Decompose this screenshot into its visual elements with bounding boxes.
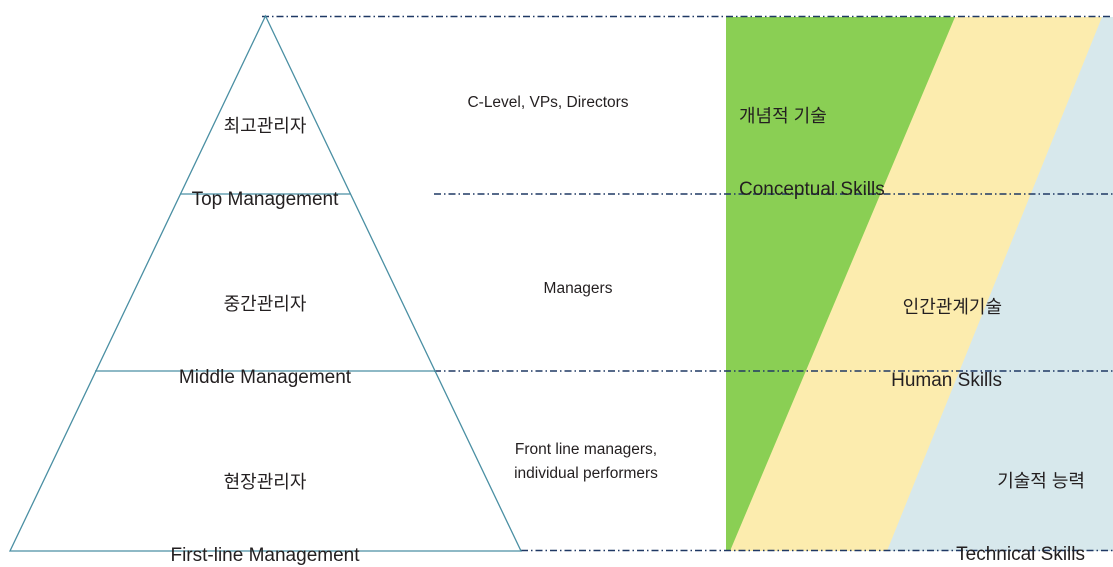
level-label-middle: 중간관리자 Middle Management bbox=[179, 245, 351, 438]
pyramid-triangle bbox=[8, 14, 523, 552]
role-note-top: C-Level, VPs, Directors bbox=[467, 94, 629, 111]
level-label-middle-english: Middle Management bbox=[178, 366, 352, 388]
skill-bands-group bbox=[726, 17, 1113, 551]
level-label-top: 최고관리자 Top Management bbox=[192, 67, 339, 260]
level-guide-lines-group bbox=[262, 15, 1113, 552]
conceptual-skills-band bbox=[726, 17, 955, 551]
level-label-middle-korean: 중간관리자 bbox=[223, 294, 307, 315]
skill-label-technical: 기술적 능력 Technical Skills bbox=[956, 422, 1085, 567]
level-label-top-english: Top Management bbox=[191, 188, 339, 210]
skill-label-human-english: Human Skills bbox=[891, 369, 1002, 391]
skill-label-technical-korean: 기술적 능력 bbox=[997, 471, 1085, 492]
pyramid-outline-group bbox=[8, 14, 523, 552]
role-note-middle: Managers bbox=[543, 280, 613, 297]
role-note-firstline: Front line managers, individual performe… bbox=[514, 441, 658, 483]
skill-label-conceptual: 개념적 기술 Conceptual Skills bbox=[739, 57, 885, 250]
skill-label-technical-english: Technical Skills bbox=[956, 543, 1085, 565]
skill-label-human-korean: 인간관계기술 bbox=[902, 297, 1002, 318]
level-label-top-korean: 최고관리자 bbox=[223, 116, 307, 137]
level-label-firstline-english: First-line Management bbox=[170, 544, 360, 566]
skill-label-conceptual-english: Conceptual Skills bbox=[739, 178, 885, 200]
skill-label-conceptual-korean: 개념적 기술 bbox=[739, 106, 827, 127]
level-label-firstline: 현장관리자 First-line Management bbox=[170, 423, 359, 567]
skill-label-human: 인간관계기술 Human Skills bbox=[891, 248, 1002, 441]
level-label-firstline-korean: 현장관리자 bbox=[223, 472, 307, 493]
